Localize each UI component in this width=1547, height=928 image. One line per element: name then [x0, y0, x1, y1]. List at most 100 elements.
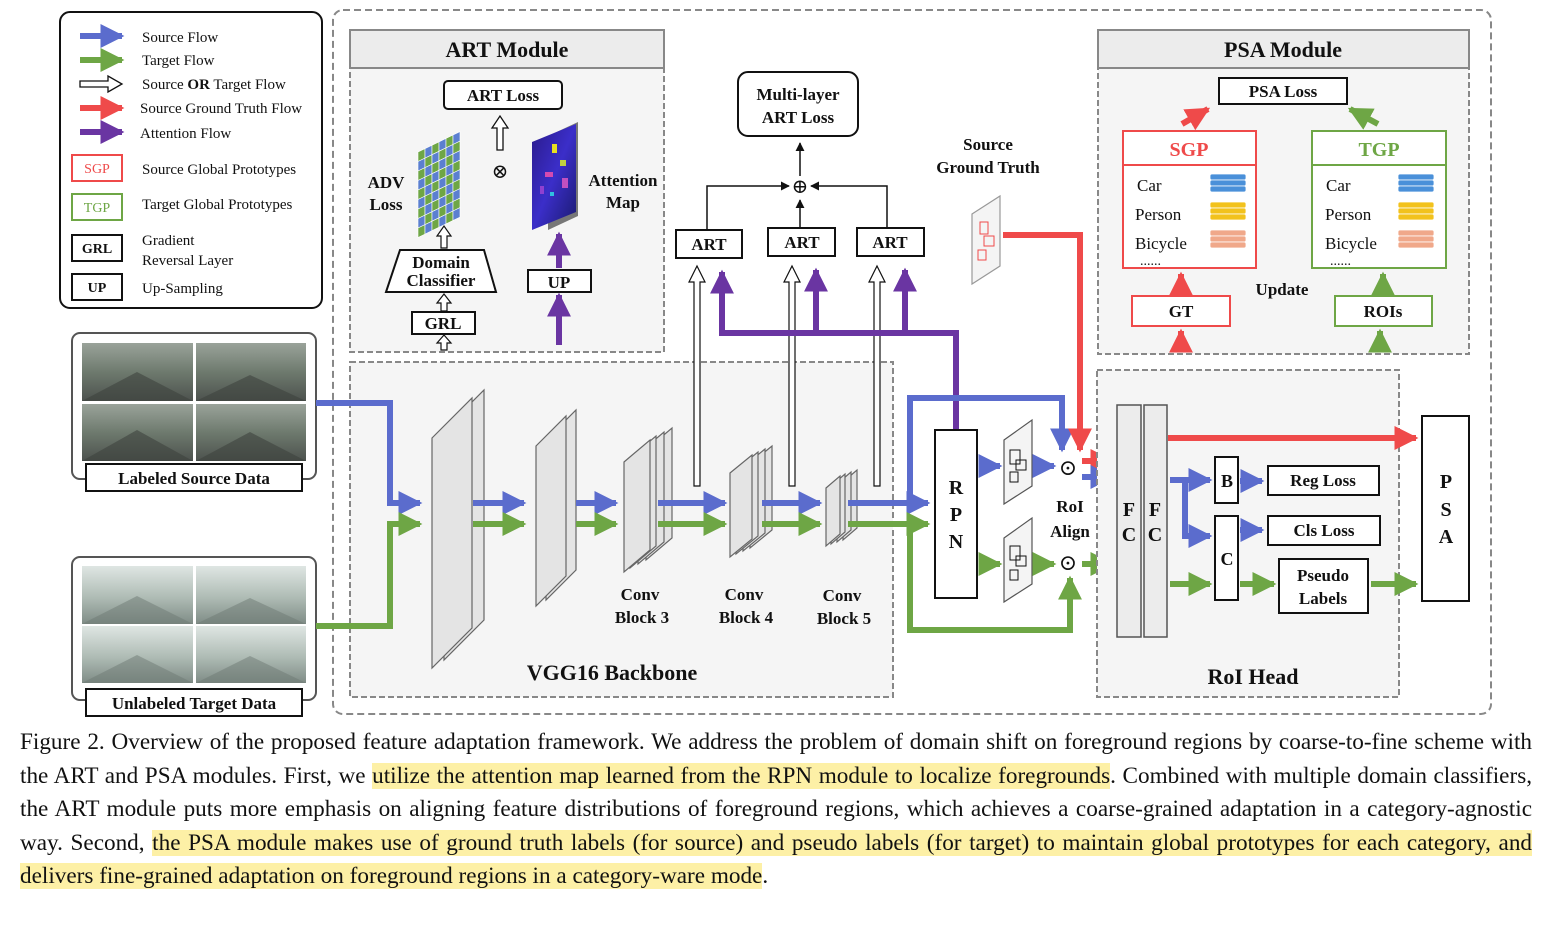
sgp-to-psa-loss-arrow [1180, 106, 1211, 131]
legend-up-tag: UP [88, 281, 107, 296]
caption-text-1: Figure 2. Overview of the proposed featu… [20, 729, 1532, 789]
art-block-2-label: ART [784, 233, 820, 252]
art-module: ART Module ART Loss ⊗ ADV Loss Domain Cl… [349, 29, 665, 353]
conv4-label-1: Conv [725, 585, 764, 604]
cls-loss-label: Cls Loss [1294, 521, 1355, 540]
legend-tgp-desc: Target Global Prototypes [142, 197, 292, 213]
legend-tgp-box [71, 193, 123, 221]
fc-1-box [1116, 404, 1142, 638]
source-to-c-flow [1182, 480, 1213, 548]
attention-map-image [532, 122, 578, 230]
target-to-roialign-bypass [907, 524, 1082, 633]
psa-box [1421, 415, 1470, 602]
reg-loss-label: Reg Loss [1290, 471, 1356, 490]
target-data-label: Unlabeled Target Data [112, 694, 277, 713]
sgp-cat-bicycle: Bicycle [1135, 234, 1187, 253]
rpn-letter-p: P [950, 504, 962, 526]
cls-loss-box [1267, 515, 1381, 546]
fc-2-box [1143, 404, 1168, 638]
gt-box [1131, 295, 1231, 327]
conv4-to-art-arrow [783, 264, 801, 487]
legend-sgp-desc: Source Global Prototypes [142, 162, 296, 178]
source-gt-label-1: Source [963, 135, 1013, 154]
caption-text-3: . [762, 863, 769, 889]
fc-2-letter-c: C [1148, 524, 1162, 546]
ground-truth-flow [1003, 232, 1092, 453]
attention-map-label-2: Map [606, 193, 640, 212]
conv5-to-art-arrow [868, 264, 886, 487]
art-module-title: ART Module [446, 37, 569, 62]
update-label: Update [1256, 280, 1309, 299]
tgp-title: TGP [1358, 139, 1399, 161]
odot-target: ⊙ [1059, 550, 1077, 575]
psa-loss-box [1218, 77, 1348, 105]
art-loss-up-arrow [490, 114, 510, 151]
multilayer-loss-label-2: ART Loss [762, 108, 835, 127]
legend-up-box [71, 273, 123, 301]
ground-truth-image [971, 194, 1001, 286]
fc-2-letter-f: F [1149, 499, 1161, 521]
fc-1-letter-f: F [1123, 499, 1135, 521]
oplus-symbol: ⊕ [792, 176, 809, 198]
psa-module-title: PSA Module [1224, 37, 1342, 62]
art-block-3 [856, 227, 925, 257]
rois-box [1334, 295, 1433, 327]
psa-module: PSA Module PSA Loss SGP Car Person Bicyc… [1097, 29, 1470, 355]
target-input-flow [316, 512, 423, 629]
caption-highlight-1: utilize the attention map learned from t… [372, 762, 1111, 789]
pseudo-labels-box [1278, 558, 1369, 614]
grl-up-arrow [435, 293, 453, 312]
up-box [527, 269, 592, 293]
art-module-title-bar [349, 29, 665, 69]
adv-loss-label-1: ADV [368, 173, 406, 192]
gt-label: GT [1169, 302, 1194, 321]
rpn-letter-r: R [949, 477, 964, 499]
source-gt-label-2: Ground Truth [936, 158, 1040, 177]
roi-align-label-2: Align [1050, 522, 1090, 541]
domain-classifier-label-2: Classifier [407, 271, 476, 290]
framework-frame [332, 9, 1492, 715]
b-box [1214, 456, 1239, 504]
sgp-title: SGP [1170, 139, 1209, 161]
prototype-stacks [1209, 173, 1435, 249]
domain-classifier-box [384, 249, 498, 293]
legend-grl-desc-1: Gradient [142, 233, 195, 249]
art-loss-label: ART Loss [467, 86, 540, 105]
pseudo-labels-label-1: Pseudo [1297, 566, 1349, 585]
proposal-image-source [1003, 418, 1033, 506]
adv-loss-label-2: Loss [369, 195, 402, 214]
tgp-more: ...... [1330, 254, 1351, 269]
psa-letter-p: P [1440, 471, 1452, 493]
art-block-3-label: ART [872, 233, 908, 252]
rois-label: ROIs [1364, 302, 1403, 321]
caption-text-2: . Combined with multiple domain classifi… [20, 762, 1533, 856]
psa-module-title-bar [1097, 29, 1470, 69]
fc-1-letter-c: C [1122, 524, 1136, 546]
grl-box [411, 311, 476, 335]
legend-grl-box [71, 234, 123, 262]
legend-either-flow: Source OR Target Flow [142, 77, 286, 93]
legend-attention-flow: Attention Flow [140, 126, 231, 142]
domain-classifier-label-1: Domain [412, 253, 470, 272]
tgp-cat-car: Car [1326, 176, 1351, 195]
figure-caption: Figure 2. Overview of the proposed featu… [20, 726, 1533, 894]
grl-input-arrow [435, 334, 453, 351]
art1-to-oplus [706, 181, 790, 230]
art3-to-oplus [810, 181, 888, 230]
otimes-symbol: ⊗ [492, 161, 509, 183]
pseudo-labels-label-2: Labels [1299, 589, 1348, 608]
sgp-cat-car: Car [1137, 176, 1162, 195]
tgp-to-psa-loss-arrow [1347, 106, 1380, 130]
target-data-panel: Unlabeled Target Data [71, 556, 317, 717]
source-data-label: Labeled Source Data [118, 469, 270, 488]
c-label: C [1221, 549, 1234, 569]
sgp-cat-person: Person [1135, 205, 1182, 224]
legend-source-flow: Source Flow [142, 30, 218, 46]
art-block-2 [767, 227, 836, 257]
rpn-box [934, 429, 978, 599]
tgp-cat-bicycle: Bicycle [1325, 234, 1377, 253]
multilayer-loss-label-1: Multi-layer [756, 85, 840, 104]
up-label: UP [548, 273, 571, 292]
b-label: B [1221, 471, 1233, 491]
framework-diagram: Source Flow Target Flow Source OR Target… [59, 9, 1492, 717]
